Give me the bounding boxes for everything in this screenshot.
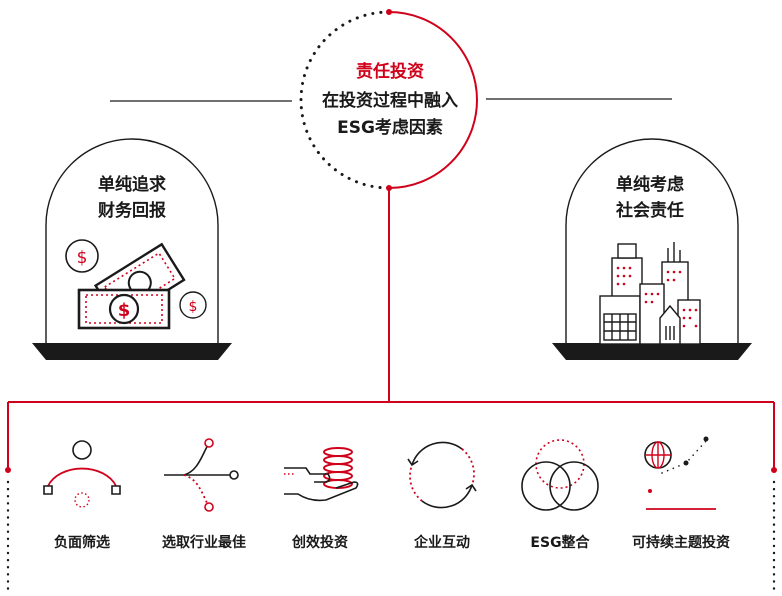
city-buildings-icon — [599, 242, 701, 345]
left-dome-label-line1: 单纯追求 — [98, 175, 166, 195]
center-subtitle-line2: ESG考虑因素 — [337, 118, 443, 138]
svg-text:$: $ — [118, 300, 131, 321]
negative-screening-icon — [43, 440, 121, 508]
left-dome-label-line2: 财务回报 — [98, 201, 166, 221]
strategy-label-esg-integration: ESG整合 — [530, 535, 590, 551]
right-dome-label-line1: 单纯考虑 — [616, 175, 684, 195]
center-title: 责任投资 — [356, 62, 424, 82]
sustainable-thematic-icon — [644, 436, 716, 510]
strategy-label-negative-screening: 负面筛选 — [54, 535, 110, 551]
svg-text:$: $ — [189, 299, 198, 315]
best-in-class-icon — [164, 438, 239, 512]
right-dome-label-line2: 社会责任 — [616, 201, 684, 221]
center-circle — [299, 9, 478, 191]
impact-investing-icon — [284, 447, 359, 502]
money-icon: $ $ $ — [65, 239, 207, 330]
strategy-label-sustainable-thematic: 可持续主题投资 — [632, 535, 730, 551]
right-dome — [552, 138, 752, 360]
left-dome — [32, 138, 232, 360]
strategy-label-best-in-class: 选取行业最佳 — [162, 535, 246, 551]
center-subtitle-line1: 在投资过程中融入 — [322, 91, 458, 111]
svg-text:$: $ — [77, 248, 88, 268]
esg-integration-icon — [521, 439, 599, 511]
engagement-icon — [407, 441, 477, 509]
strategy-label-impact-investing: 创效投资 — [292, 535, 348, 551]
strategy-label-engagement: 企业互动 — [414, 535, 470, 551]
